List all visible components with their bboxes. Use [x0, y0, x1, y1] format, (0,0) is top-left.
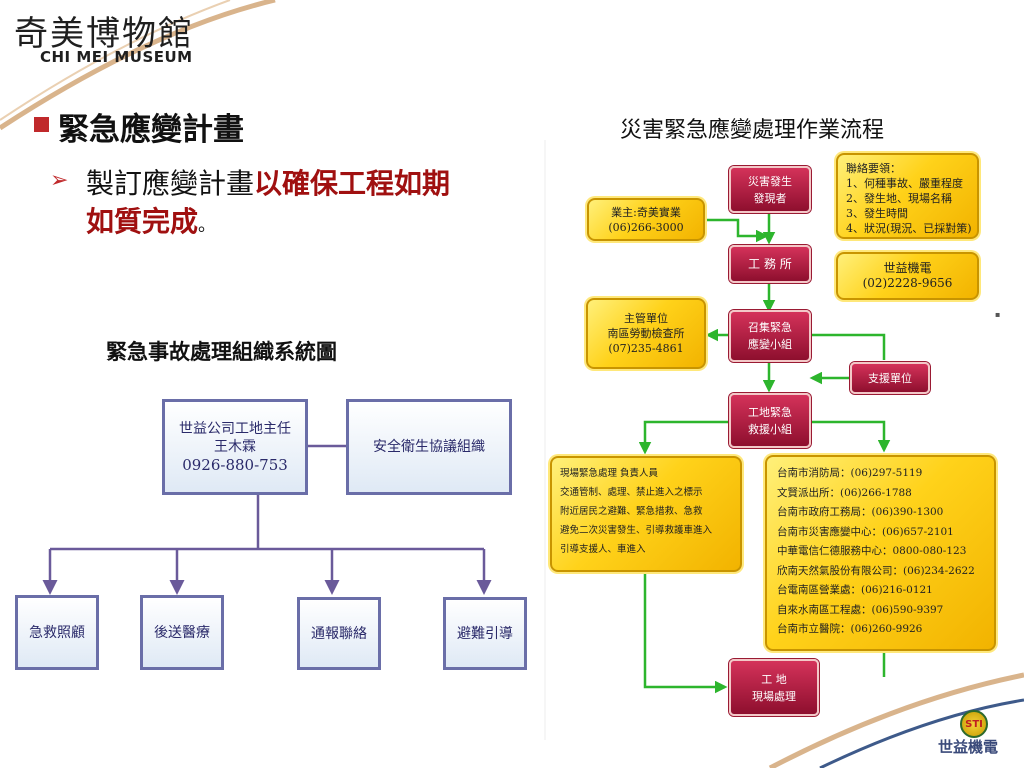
flow-box-line: 3、發生時間	[846, 207, 908, 220]
org-box-first-aid: 急救照顧	[15, 595, 99, 670]
small-dot: ▪	[995, 310, 1001, 319]
flow-box-owner: 業主:奇美實業 (06)266-3000	[587, 198, 705, 241]
flow-box-line: 應變小組	[748, 338, 792, 351]
org-box-line: 0926-880-753	[182, 456, 288, 474]
org-chart-title: 緊急事故處理組織系統圖	[106, 340, 337, 364]
contact-list-item: 文賢派出所：(06)266-1788	[777, 486, 912, 499]
flow-box-support-unit: 支援單位	[850, 362, 930, 394]
shiyi-logo-text: 世益機電	[938, 738, 999, 756]
flow-box-authority: 主管單位 南區勞動檢查所 (07)235-4861	[586, 298, 706, 369]
flow-box-final-handling: 工 地 現場處理	[729, 659, 819, 716]
flow-box-contact-list: 台南市消防局：(06)297-5119 文賢派出所：(06)266-1788 台…	[765, 455, 996, 651]
contact-list-item: 台電南區營業處：(06)216-0121	[777, 584, 933, 596]
flow-box-company: 世益機電 (02)2228-9656	[836, 252, 979, 300]
flow-arrows	[638, 214, 891, 694]
contact-list-item: 台南市消防局：(06)297-5119	[777, 467, 923, 479]
flow-box-rescue-team: 工地緊急 救援小組	[729, 393, 811, 448]
body-line-2: 如質完成。	[86, 200, 216, 240]
shiyi-logo-icon: STI	[960, 710, 988, 738]
org-box-line: 王木霖	[214, 439, 256, 455]
org-box-safety-committee: 安全衛生協議組織	[346, 399, 512, 495]
flow-chart-title: 災害緊急應變處理作業流程	[620, 118, 885, 143]
flow-box-line: 現場緊急處理 負責人員	[560, 468, 659, 479]
body-line-1: 製訂應變計畫以確保工程如期	[86, 162, 450, 202]
flow-box-line: 災害發生	[748, 174, 792, 188]
flow-box-line: (02)2228-9656	[862, 276, 953, 290]
contact-list-item: 中華電信仁德服務中心：0800-080-123	[777, 545, 967, 557]
org-box-site-director: 世益公司工地主任 王木霖 0926-880-753	[162, 399, 308, 495]
org-connectors	[42, 444, 492, 595]
flow-box-line: 聯絡要領：	[846, 162, 901, 175]
flow-box-emergency-team: 召集緊急 應變小組	[729, 310, 811, 362]
body-emphasis-2: 如質完成	[86, 205, 199, 238]
chi-mei-logo-english: CHI MEI MUSEUM	[40, 48, 193, 66]
body-normal-text: 製訂應變計畫	[86, 167, 255, 200]
flow-box-line: 工 地	[761, 672, 787, 686]
flow-box-onsite-handling: 現場緊急處理 負責人員 交通管制、處理、禁止進入之標示 附近居民之避難、緊急措救…	[550, 456, 742, 572]
org-box-evacuation: 避難引導	[443, 597, 527, 670]
arrow-bullet-icon: ➢	[50, 168, 69, 193]
contact-list-item: 台南市立醫院：(06)260-9926	[777, 623, 923, 635]
flow-box-line: 4、狀況(現況、已採對策)	[846, 222, 972, 235]
flow-box-line: 召集緊急	[748, 321, 792, 334]
flow-box-line: (06)266-3000	[608, 220, 684, 234]
contact-list-item: 欣南天然氣股份有限公司：(06)234-2622	[777, 564, 975, 577]
flow-box-line: 業主:奇美實業	[611, 205, 681, 219]
square-bullet-icon	[34, 117, 49, 132]
swoosh-top	[0, 0, 276, 131]
flow-box-line: 避免二次災害發生、引導救護車進入	[560, 525, 713, 536]
contact-list-item: 台南市政府工務局：(06)390-1300	[777, 506, 944, 518]
flow-box-line: 救援小組	[748, 422, 792, 436]
org-box-line: 世益公司工地主任	[179, 421, 291, 437]
chi-mei-logo-chinese: 奇美博物館	[14, 14, 194, 54]
contact-list-item: 台南市災害應變中心：(06)657-2101	[777, 525, 954, 538]
flow-box-line: 交通管制、處理、禁止進入之標示	[560, 487, 703, 498]
slide-heading: 緊急應變計畫	[58, 112, 244, 148]
flow-box-line: 2、發生地、現場名稱	[846, 192, 952, 205]
org-box-notification: 通報聯絡	[297, 597, 381, 670]
flow-box-site-office: 工 務 所	[729, 245, 811, 283]
flow-box-line: 1、何種事故、嚴重程度	[846, 177, 963, 190]
flow-box-line: 世益機電	[883, 261, 932, 275]
flow-box-line: 主管單位	[624, 312, 668, 325]
org-box-medical-transfer: 後送醫療	[140, 595, 224, 670]
flow-box-line: 工地緊急	[748, 405, 792, 419]
flow-box-discoverer: 災害發生 發現者	[729, 166, 811, 213]
body-end: 。	[198, 215, 217, 236]
swoosh-bottom	[768, 672, 1024, 768]
flow-box-line: 附近居民之避難、緊急措救、急救	[560, 506, 703, 517]
contact-list-item: 自來水南區工程處：(06)590-9397	[777, 603, 944, 616]
flow-box-line: (07)235-4861	[608, 342, 684, 355]
flow-box-line: 現場處理	[752, 689, 796, 703]
flow-box-line: 發現者	[753, 191, 787, 205]
flow-box-contact-guidelines: 聯絡要領： 1、何種事故、嚴重程度 2、發生地、現場名稱 3、發生時間 4、狀況…	[836, 153, 979, 239]
flow-box-line: 南區勞動檢查所	[607, 327, 685, 340]
flow-box-line: 引導支援人、車進入	[560, 544, 646, 555]
body-emphasis-1: 以確保工程如期	[254, 167, 451, 200]
